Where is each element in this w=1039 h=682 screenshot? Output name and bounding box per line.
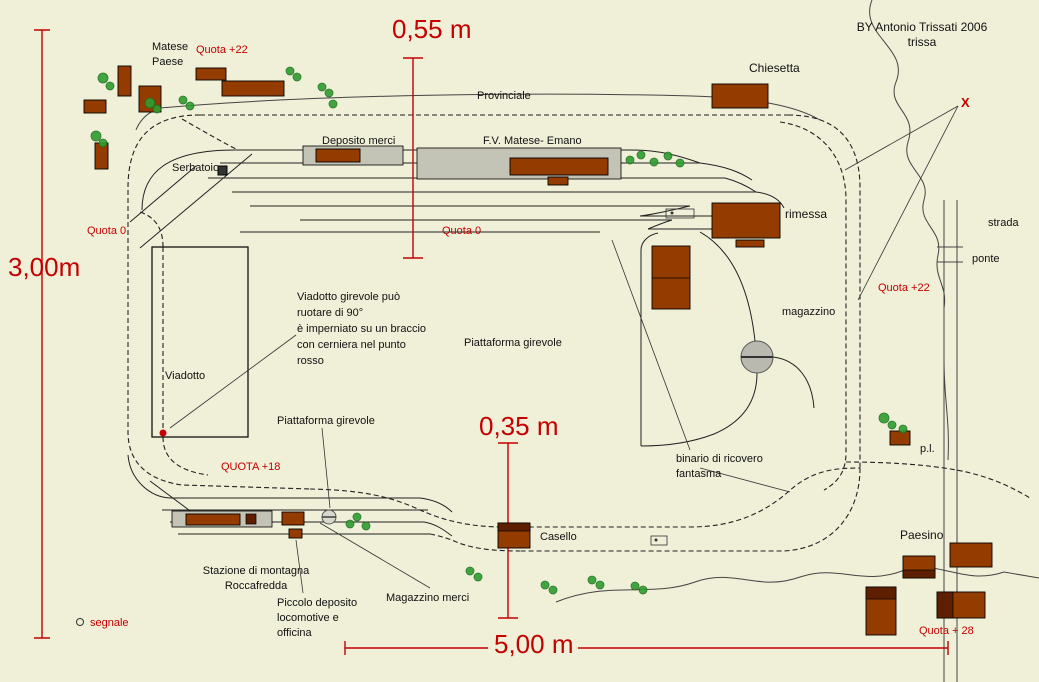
label-deposito-merci: Deposito merci xyxy=(322,135,396,147)
dimension-bottom: 5,00 m xyxy=(494,629,574,659)
label-viadotto: Viadotto xyxy=(165,370,206,382)
turntable-large xyxy=(740,340,774,374)
label-rimessa: rimessa xyxy=(785,207,828,221)
dimension-left: 3,00m xyxy=(8,252,81,282)
marker-symbols xyxy=(76,208,695,626)
credit-line2: trissa xyxy=(907,35,937,49)
tree-icons xyxy=(90,66,908,595)
label-piattaforma-girevole-small: Piattaforma girevole xyxy=(277,415,375,427)
label-stazione-montagna: Stazione di montagna Roccafredda xyxy=(202,565,310,592)
label-casello: Casello xyxy=(540,531,577,543)
quota-left-zero: Quota 0 xyxy=(87,225,127,237)
quota-mountain: QUOTA +18 xyxy=(221,461,281,473)
label-provinciale: Provinciale xyxy=(477,90,531,102)
credit-line1: BY Antonio Trissati 2006 xyxy=(856,20,988,34)
magazzino-building xyxy=(651,245,691,310)
loco-depot-building xyxy=(288,528,303,539)
buildings xyxy=(83,65,993,636)
label-strada: strada xyxy=(988,217,1019,229)
turntable-small xyxy=(321,509,337,525)
quota-right: Quota +22 xyxy=(878,282,930,294)
bridge-ponte xyxy=(937,246,963,263)
dimension-top: 0,55 m xyxy=(392,14,472,44)
deposito-merci-building xyxy=(315,148,361,163)
track-lines xyxy=(127,114,1031,552)
pl-building xyxy=(889,430,911,446)
label-serbatoio: Serbatoio xyxy=(172,162,220,174)
viaduct-outline xyxy=(151,246,249,438)
label-paesino: Paesino xyxy=(900,528,944,542)
roccafredda-building xyxy=(185,513,241,526)
hidden-track-exit xyxy=(845,461,1031,499)
label-chiesetta: Chiesetta xyxy=(749,61,800,75)
serbatoio-tank xyxy=(217,165,228,176)
x-marker: X xyxy=(961,95,970,110)
magazzino-merci-building xyxy=(281,511,305,526)
label-magazzino-merci: Magazzino merci xyxy=(386,592,470,604)
label-piccolo-deposito: Piccolo deposito locomotive e officina xyxy=(277,597,358,639)
fv-station-building xyxy=(509,157,609,176)
label-pl: p.l. xyxy=(920,443,935,455)
dimension-lines xyxy=(34,29,949,655)
label-viadotto-note: Viadotto girevole può ruotare di 90° è i… xyxy=(297,291,427,367)
label-ponte: ponte xyxy=(972,253,1000,265)
chiesetta-building xyxy=(711,83,769,109)
dimension-middle: 0,35 m xyxy=(479,411,559,441)
quota-matese: Quota +22 xyxy=(196,44,248,56)
label-binario-ricovero: binario di ricovero fantasma xyxy=(676,453,763,480)
label-fv-station: F.V. Matese- Emano xyxy=(483,135,582,147)
label-magazzino: magazzino xyxy=(782,306,836,318)
quota-paesino: Quota + 28 xyxy=(919,625,974,637)
credit-block: BY Antonio Trissati 2006 trissa xyxy=(833,20,1011,50)
pivot-red-dot xyxy=(159,429,167,437)
label-segnale: segnale xyxy=(90,617,129,629)
rimessa-building xyxy=(711,202,781,239)
label-matese-paese: Matese Paese xyxy=(152,41,189,68)
signal-icon xyxy=(76,618,84,626)
leader-lines xyxy=(169,105,959,594)
quota-center-zero: Quota 0 xyxy=(442,225,482,237)
label-piattaforma-girevole-center: Piattaforma girevole xyxy=(464,337,562,349)
